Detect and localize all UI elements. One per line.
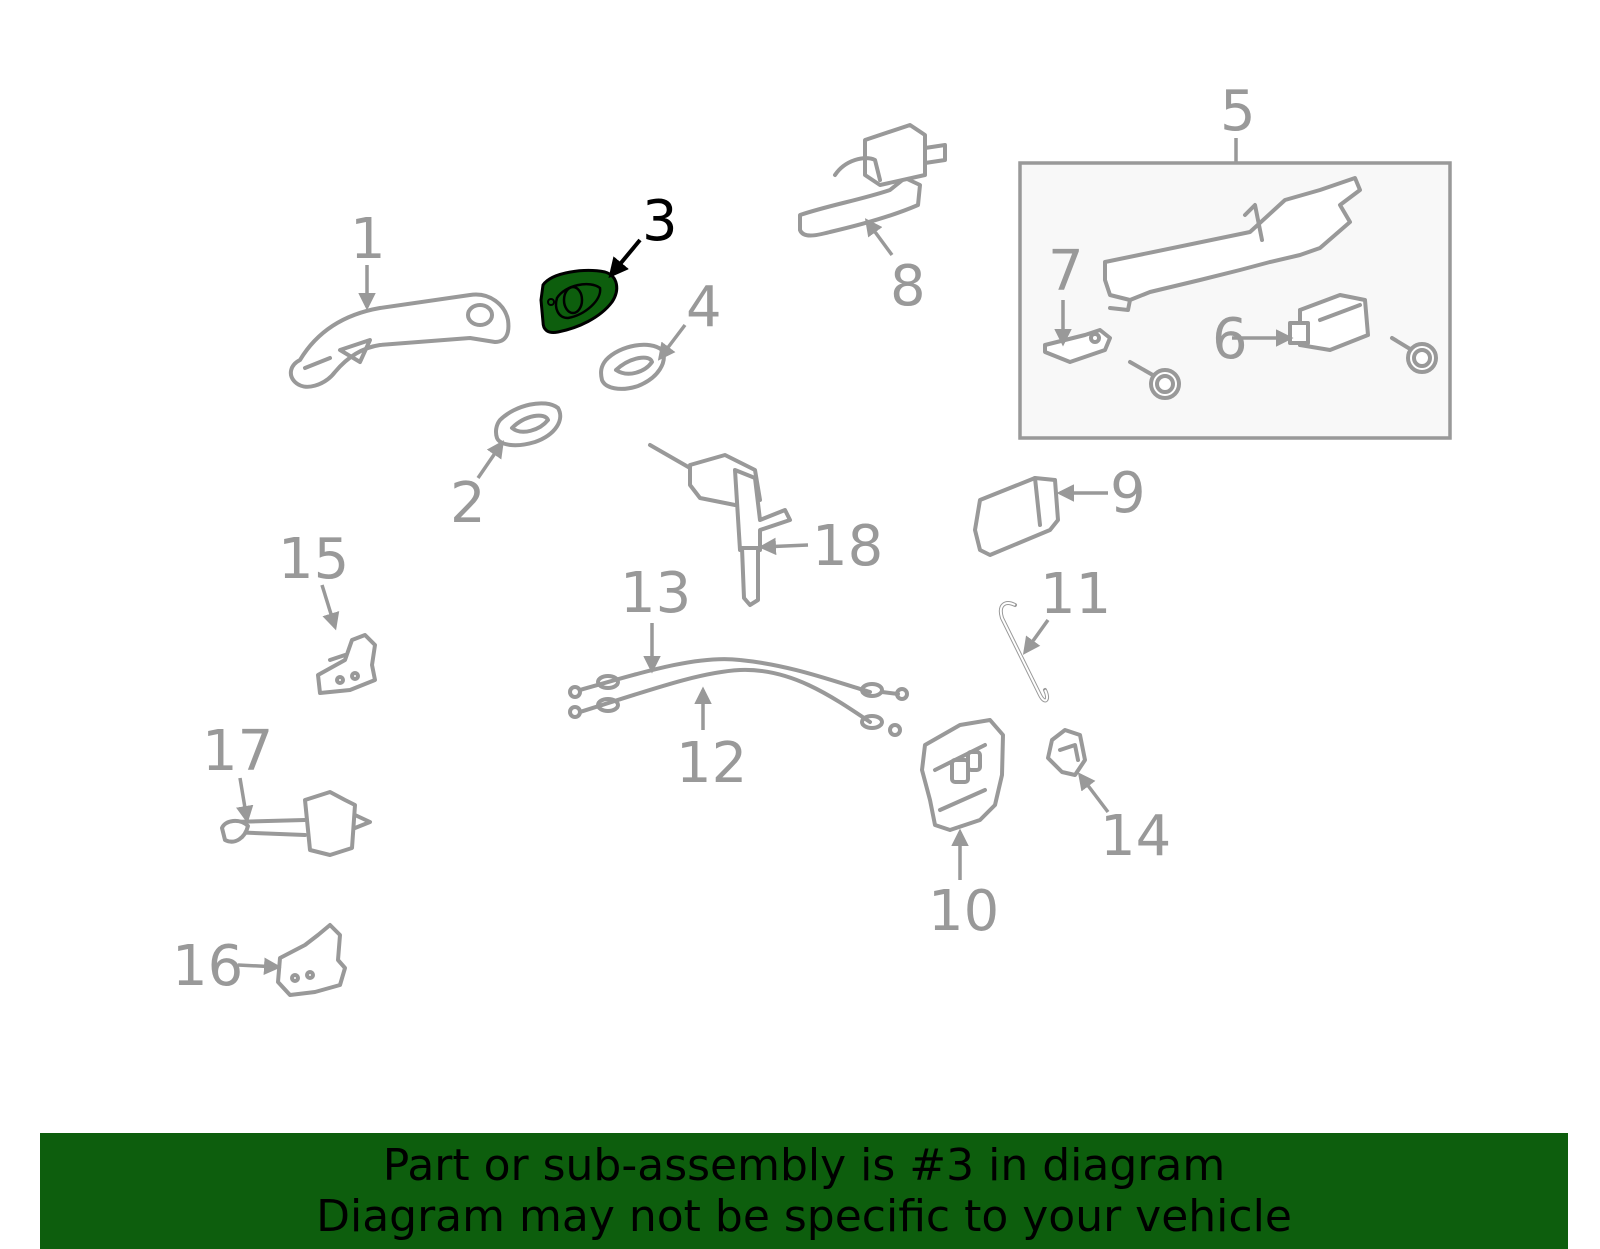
part-3-body [539, 269, 619, 334]
part-11-rod[interactable] [998, 601, 1050, 703]
callout-18: 18 [812, 514, 883, 579]
callout-16: 16 [172, 934, 243, 999]
part-6-actuator[interactable] [1288, 293, 1370, 352]
callout-12: 12 [676, 731, 747, 796]
callout-2: 2 [450, 471, 486, 536]
part-1-outside-handle[interactable] [288, 292, 511, 389]
banner-line-2: Diagram may not be specific to your vehi… [316, 1191, 1292, 1242]
info-banner: Part or sub-assembly is #3 in diagram Di… [40, 1133, 1568, 1249]
callout-3: 3 [642, 189, 678, 254]
callout-7: 7 [1048, 239, 1084, 304]
part-16-hinge[interactable] [276, 923, 347, 997]
callout-5: 5 [1220, 79, 1256, 144]
callout-13: 13 [620, 561, 691, 626]
callout-9: 9 [1110, 461, 1146, 526]
part-4-bezel[interactable] [599, 342, 666, 391]
part-17-door-check[interactable] [220, 790, 372, 857]
part-14-bumper[interactable] [1046, 728, 1087, 777]
bolt-right [1390, 336, 1438, 374]
callout-14: 14 [1100, 804, 1171, 869]
callout-11: 11 [1040, 562, 1111, 627]
part-2-bezel[interactable] [494, 401, 563, 448]
banner-line-1: Part or sub-assembly is #3 in diagram [382, 1140, 1226, 1191]
callout-6: 6 [1212, 307, 1248, 372]
part-9-cover[interactable] [973, 476, 1060, 557]
callout-8: 8 [890, 254, 926, 319]
part-8-inside-handle[interactable] [798, 123, 947, 238]
part-13-cable[interactable] [568, 657, 909, 701]
part-15-striker[interactable] [316, 633, 377, 695]
part-7-bracket[interactable] [1043, 328, 1112, 364]
part-18-lock-cylinder[interactable] [648, 443, 792, 607]
part-10-latch[interactable] [920, 718, 1005, 832]
callout-15: 15 [278, 527, 349, 592]
bolt-left [1128, 360, 1181, 400]
callout-10: 10 [928, 879, 999, 944]
callout-17: 17 [202, 719, 273, 784]
part-12-cable[interactable] [568, 667, 902, 737]
callout-4: 4 [686, 275, 722, 340]
assembly-5-box[interactable] [1018, 138, 1452, 440]
part-3-highlighted[interactable] [539, 269, 619, 334]
callout-1: 1 [350, 207, 386, 272]
